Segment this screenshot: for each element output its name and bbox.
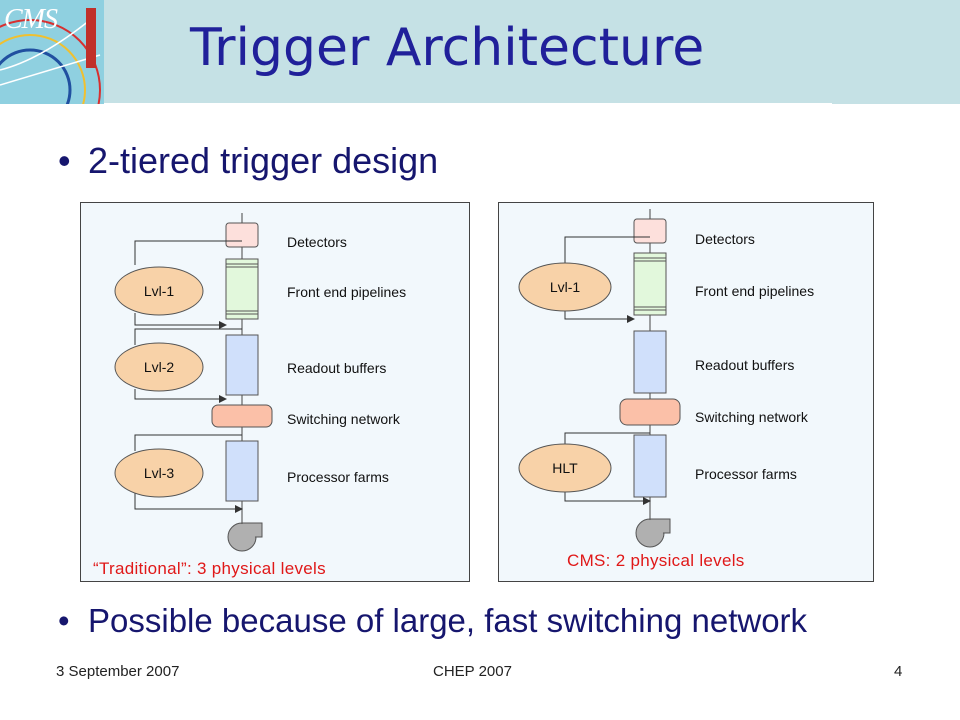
label-detectors: Detectors bbox=[695, 231, 755, 247]
label-front-end-pipelines: Front end pipelines bbox=[695, 283, 815, 299]
processor-farms-box bbox=[633, 434, 667, 498]
caption-cms: CMS: 2 physical levels bbox=[567, 551, 745, 570]
storage-device bbox=[227, 522, 263, 552]
bullet-glyph: • bbox=[58, 140, 71, 181]
readout-buffers-box bbox=[225, 334, 259, 396]
label-front-end-pipelines: Front end pipelines bbox=[287, 284, 407, 300]
level-1-label: Lvl-1 bbox=[144, 283, 175, 299]
label-processor-farms: Processor farms bbox=[695, 466, 797, 482]
bullet-2-text: Possible because of large, fast switchin… bbox=[88, 602, 808, 639]
readout-buffers-box bbox=[633, 330, 667, 394]
level-3-label: Lvl-3 bbox=[144, 465, 175, 481]
bullet-1-text: 2-tiered trigger design bbox=[88, 140, 439, 181]
hlt-label: HLT bbox=[552, 460, 578, 476]
traditional-flow-graphic: Lvl-1 Lvl-2 Lvl-3 bbox=[114, 213, 273, 552]
level-1-label: Lvl-1 bbox=[550, 279, 581, 295]
processor-farms-box bbox=[225, 440, 259, 502]
cms-logo-graphic bbox=[0, 8, 101, 104]
label-detectors: Detectors bbox=[287, 234, 347, 250]
slide-title: Trigger Architecture bbox=[190, 18, 705, 78]
switching-network-box bbox=[211, 404, 273, 428]
caption-traditional: “Traditional”: 3 physical levels bbox=[93, 559, 326, 578]
cms-flow-graphic: Lvl-1 HLT bbox=[518, 209, 681, 548]
label-readout-buffers: Readout buffers bbox=[695, 357, 795, 373]
bullet-1: • 2-tiered trigger design bbox=[58, 140, 438, 182]
level-1-node: Lvl-1 bbox=[518, 262, 612, 312]
level-2-label: Lvl-2 bbox=[144, 359, 175, 375]
logo-text: CMS bbox=[4, 4, 58, 35]
detectors-box bbox=[633, 218, 667, 244]
footer-conference: CHEP 2007 bbox=[433, 663, 512, 680]
pipelines-box bbox=[633, 252, 667, 316]
bullet-glyph: • bbox=[58, 602, 70, 639]
pipelines-box bbox=[225, 258, 259, 320]
diagram-traditional: Lvl-1 Lvl-2 Lvl-3 Detectors Front end pi… bbox=[80, 202, 470, 582]
diagram-cms: Lvl-1 HLT Detectors Front end pipelines … bbox=[498, 202, 874, 582]
footer-page-number: 4 bbox=[894, 663, 903, 680]
label-processor-farms: Processor farms bbox=[287, 469, 389, 485]
hlt-node: HLT bbox=[518, 443, 612, 493]
title-band bbox=[100, 0, 960, 104]
switching-network-box bbox=[619, 398, 681, 426]
footer-date: 3 September 2007 bbox=[56, 663, 180, 680]
level-2-node: Lvl-2 bbox=[114, 342, 204, 392]
bullet-2: • Possible because of large, fast switchi… bbox=[58, 602, 807, 640]
storage-device bbox=[635, 518, 671, 548]
label-switching-network: Switching network bbox=[695, 409, 808, 425]
title-underline bbox=[104, 103, 832, 106]
detectors-box bbox=[225, 222, 259, 248]
label-readout-buffers: Readout buffers bbox=[287, 360, 387, 376]
label-switching-network: Switching network bbox=[287, 411, 400, 427]
level-3-node: Lvl-3 bbox=[114, 448, 204, 498]
level-1-node: Lvl-1 bbox=[114, 266, 204, 316]
cms-logo: CMS bbox=[0, 0, 104, 104]
